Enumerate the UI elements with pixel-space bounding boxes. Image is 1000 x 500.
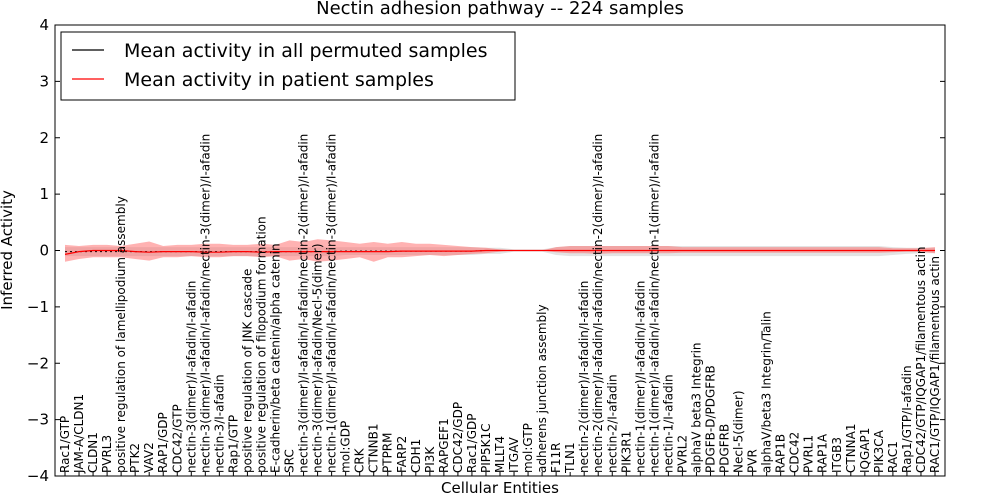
x-tick-label: PI3K <box>423 446 437 473</box>
legend-label-patient: Mean activity in patient samples <box>124 69 434 91</box>
x-tick-label: JAM-A/CLDN1 <box>72 394 86 474</box>
x-tick-label: positive regulation of filopodium format… <box>254 216 268 473</box>
x-tick-label: Rac1/GDP <box>465 414 479 473</box>
x-tick-label: Rap1/GTP <box>226 415 240 473</box>
x-tick-label: nectin-2(dimer)/I-afadin/I-afadin/nectin… <box>591 134 605 473</box>
x-tick-label: mol:GDP <box>339 421 353 473</box>
x-tick-label: PVR <box>746 449 760 473</box>
y-tick-label: 3 <box>39 72 49 90</box>
x-tick-label: ITGB3 <box>830 437 844 473</box>
x-tick-label: CDC42/GTP <box>170 404 184 473</box>
x-tick-label: mol:GTP <box>521 423 535 473</box>
x-tick-label: nectin-2(dimer)/I-afadin/I-afadin <box>577 281 591 473</box>
x-tick-label: PVRL1 <box>802 435 816 473</box>
x-tick-label: TLN1 <box>563 442 577 474</box>
x-tick-label: nectin-3(dimer)/I-afadin/Necl-5(dimer) <box>311 243 325 473</box>
x-tick-label: Rap1/GTP/I-afadin <box>900 365 914 473</box>
x-tick-label: CDC42/GDP <box>451 402 465 473</box>
x-tick-label: alphaV beta3 Integrin <box>689 342 703 473</box>
x-tick-label: CTNNA1 <box>844 423 858 473</box>
x-tick-label: nectin-2/I-afadin <box>605 374 619 473</box>
chart-title: Nectin adhesion pathway -- 224 samples <box>316 0 684 19</box>
x-tick-label: RAC1/GTP/IQGAP1/filamentous actin <box>928 256 942 473</box>
x-tick-label: RAP1/GDP <box>156 412 170 473</box>
y-tick-label: −3 <box>27 411 49 429</box>
x-tick-label: nectin-3(dimer)/I-afadin/I-afadin/nectin… <box>297 134 311 473</box>
x-tick-label: VAV2 <box>142 442 156 473</box>
x-tick-label: PIK3R1 <box>619 431 633 473</box>
x-tick-label: CDC42 <box>788 432 802 473</box>
x-tick-label: CLDN1 <box>86 432 100 473</box>
x-tick-label: nectin-3(dimer)/I-afadin/I-afadin <box>184 281 198 473</box>
x-tick-label: nectin-1(dimer)/I-afadin/I-afadin/nectin… <box>647 134 661 473</box>
x-tick-label: nectin-3/I-afadin <box>212 374 226 473</box>
x-tick-label: RAP1B <box>774 434 788 473</box>
x-tick-label: nectin-3(dimer)/I-afadin/I-afadin/nectin… <box>198 134 212 473</box>
x-tick-label: PVRL3 <box>100 435 114 473</box>
x-tick-label: F11R <box>549 442 563 473</box>
x-tick-label: positive regulation of JNK cascade <box>240 269 254 473</box>
y-tick-label: 2 <box>39 129 49 147</box>
x-tick-label: PTPRM <box>381 433 395 474</box>
y-tick-label: 4 <box>39 16 49 34</box>
x-tick-label: adherens junction assembly <box>535 304 549 473</box>
y-tick-label: −4 <box>27 467 49 485</box>
x-tick-label: nectin-1(dimer)/I-afadin/I-afadin <box>633 281 647 473</box>
y-tick-label: 0 <box>39 242 49 260</box>
x-tick-label: MLLT4 <box>493 436 507 473</box>
x-tick-label: PIK3CA <box>872 429 886 473</box>
x-tick-label: PTK2 <box>128 443 142 473</box>
series-line-1 <box>64 249 935 255</box>
x-tick-label: RAC1 <box>886 441 900 473</box>
legend-box <box>60 31 516 101</box>
y-axis-label: Inferred Activity <box>0 190 16 310</box>
x-tick-label: CDC42/GTP/IQGAP1/filamentous actin <box>914 247 928 473</box>
x-axis-label: Cellular Entities <box>441 479 559 497</box>
y-tick-label: 1 <box>39 185 49 203</box>
x-tick-label: RAP1A <box>816 433 830 473</box>
legend-label-permuted: Mean activity in all permuted samples <box>124 40 487 62</box>
x-tick-label: FARP2 <box>395 436 409 473</box>
x-tick-label: Rac1/GTP <box>58 416 72 473</box>
x-tick-label: E-cadherin/beta catenin/alpha catenin <box>268 243 282 473</box>
y-tick-label: −2 <box>27 354 49 372</box>
x-tick-label: ITGAV <box>507 436 521 473</box>
x-tick-label: RAPGEF1 <box>437 418 451 473</box>
x-tick-label: PIP5K1C <box>479 423 493 473</box>
x-tick-label: nectin-1(dimer)/I-afadin/I-afadin/nectin… <box>325 134 339 473</box>
x-tick-label: alphaV/beta3 Integrin/Talin <box>760 311 774 473</box>
x-tick-label: nectin-1/I-afadin <box>661 374 675 473</box>
x-tick-label: PDGFRB <box>718 424 732 473</box>
x-tick-label: CTNNB1 <box>367 423 381 473</box>
y-tick-label: −1 <box>27 298 49 316</box>
x-tick-label: positive regulation of lamellipodium ass… <box>114 196 128 473</box>
legend: Mean activity in all permuted samples Me… <box>60 31 516 101</box>
x-tick-label: CDH1 <box>409 439 423 473</box>
x-tick-label: SRC <box>283 449 297 473</box>
x-tick-label: PVRL2 <box>675 435 689 473</box>
x-tick-label: Necl-5(dimer) <box>732 390 746 473</box>
x-tick-label: IQGAP1 <box>858 428 872 473</box>
x-tick-label: CRK <box>353 447 367 473</box>
x-tick-label: PDGFB-D/PDGFRB <box>703 365 717 473</box>
